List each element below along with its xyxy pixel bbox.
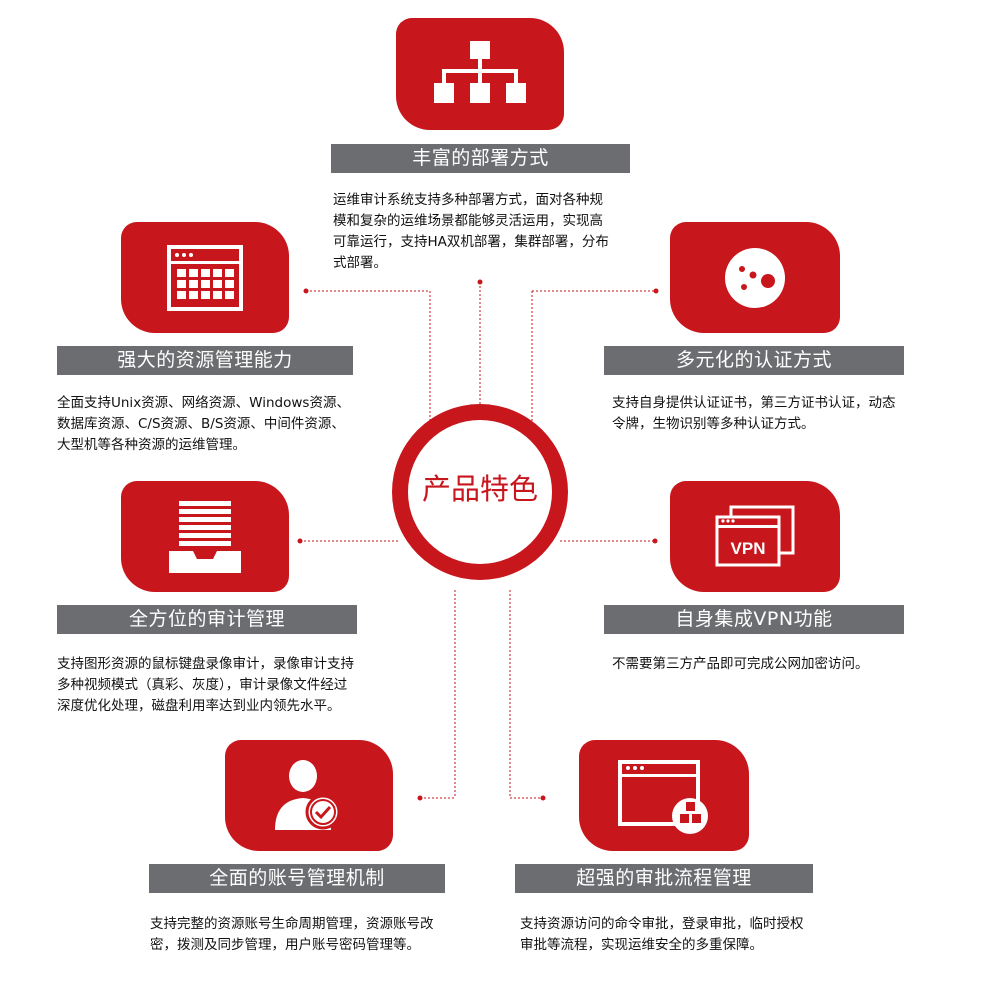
bubble-circle-icon: [725, 247, 785, 308]
audit-desc: 支持图形资源的鼠标键盘录像审计，录像审计支持 多种视频模式（真彩、灰度），审计录…: [57, 656, 354, 714]
resource-title: 强大的资源管理能力: [57, 346, 353, 375]
connector-dot: [303, 288, 309, 294]
connector-dot: [477, 279, 483, 285]
resource-desc: 全面支持Unix资源、网络资源、Windows资源、 数据库资源、C/S资源、B…: [57, 395, 350, 453]
vpn-desc: 不需要第三方产品即可完成公网加密访问。: [612, 656, 869, 672]
resource-tile: [121, 222, 289, 333]
deploy-tile: [396, 18, 564, 130]
audit-title: 全方位的审计管理: [57, 605, 357, 634]
grid-window-icon: [167, 244, 243, 311]
auth-title: 多元化的认证方式: [604, 346, 904, 375]
center-label: 产品特色: [421, 472, 538, 506]
vpn-icon-text: VPN: [731, 539, 766, 558]
vpn-tile: VPN: [670, 481, 840, 592]
auth-desc: 支持自身提供认证证书，第三方证书认证，动态 令牌，生物识别等多种认证方式。: [612, 395, 896, 432]
document-tray-icon: [169, 500, 241, 573]
account-desc: 支持完整的资源账号生命周期管理，资源账号改 密，拨测及同步管理，用户账号密码管理…: [150, 916, 434, 953]
connector-dot: [297, 538, 303, 544]
vpn-title: 自身集成VPN功能: [604, 605, 904, 634]
connector-dot: [540, 795, 546, 801]
approval-desc: 支持资源访问的命令审批，登录审批，临时授权 审批等流程，实现运维安全的多重保障。: [520, 916, 804, 953]
deploy-title: 丰富的部署方式: [331, 144, 630, 173]
center-ring-inner: [408, 420, 552, 564]
account-title: 全面的账号管理机制: [149, 864, 445, 893]
vpn-window-icon: VPN: [715, 505, 795, 566]
deploy-desc: 运维审计系统支持多种部署方式，面对各种规 模和复杂的运维场景都能够灵活运用，实现…: [333, 192, 609, 271]
auth-tile: [670, 222, 840, 333]
connector-dot: [653, 288, 659, 294]
approval-tile: [579, 740, 749, 851]
connector-dot: [417, 795, 423, 801]
audit-tile: [121, 481, 289, 592]
org-chart-icon: [434, 41, 526, 103]
user-check-icon: [275, 759, 341, 830]
account-tile: [225, 740, 393, 851]
window-boxes-icon: [618, 759, 708, 834]
approval-title: 超强的审批流程管理: [515, 864, 813, 893]
connector-dot: [652, 538, 658, 544]
